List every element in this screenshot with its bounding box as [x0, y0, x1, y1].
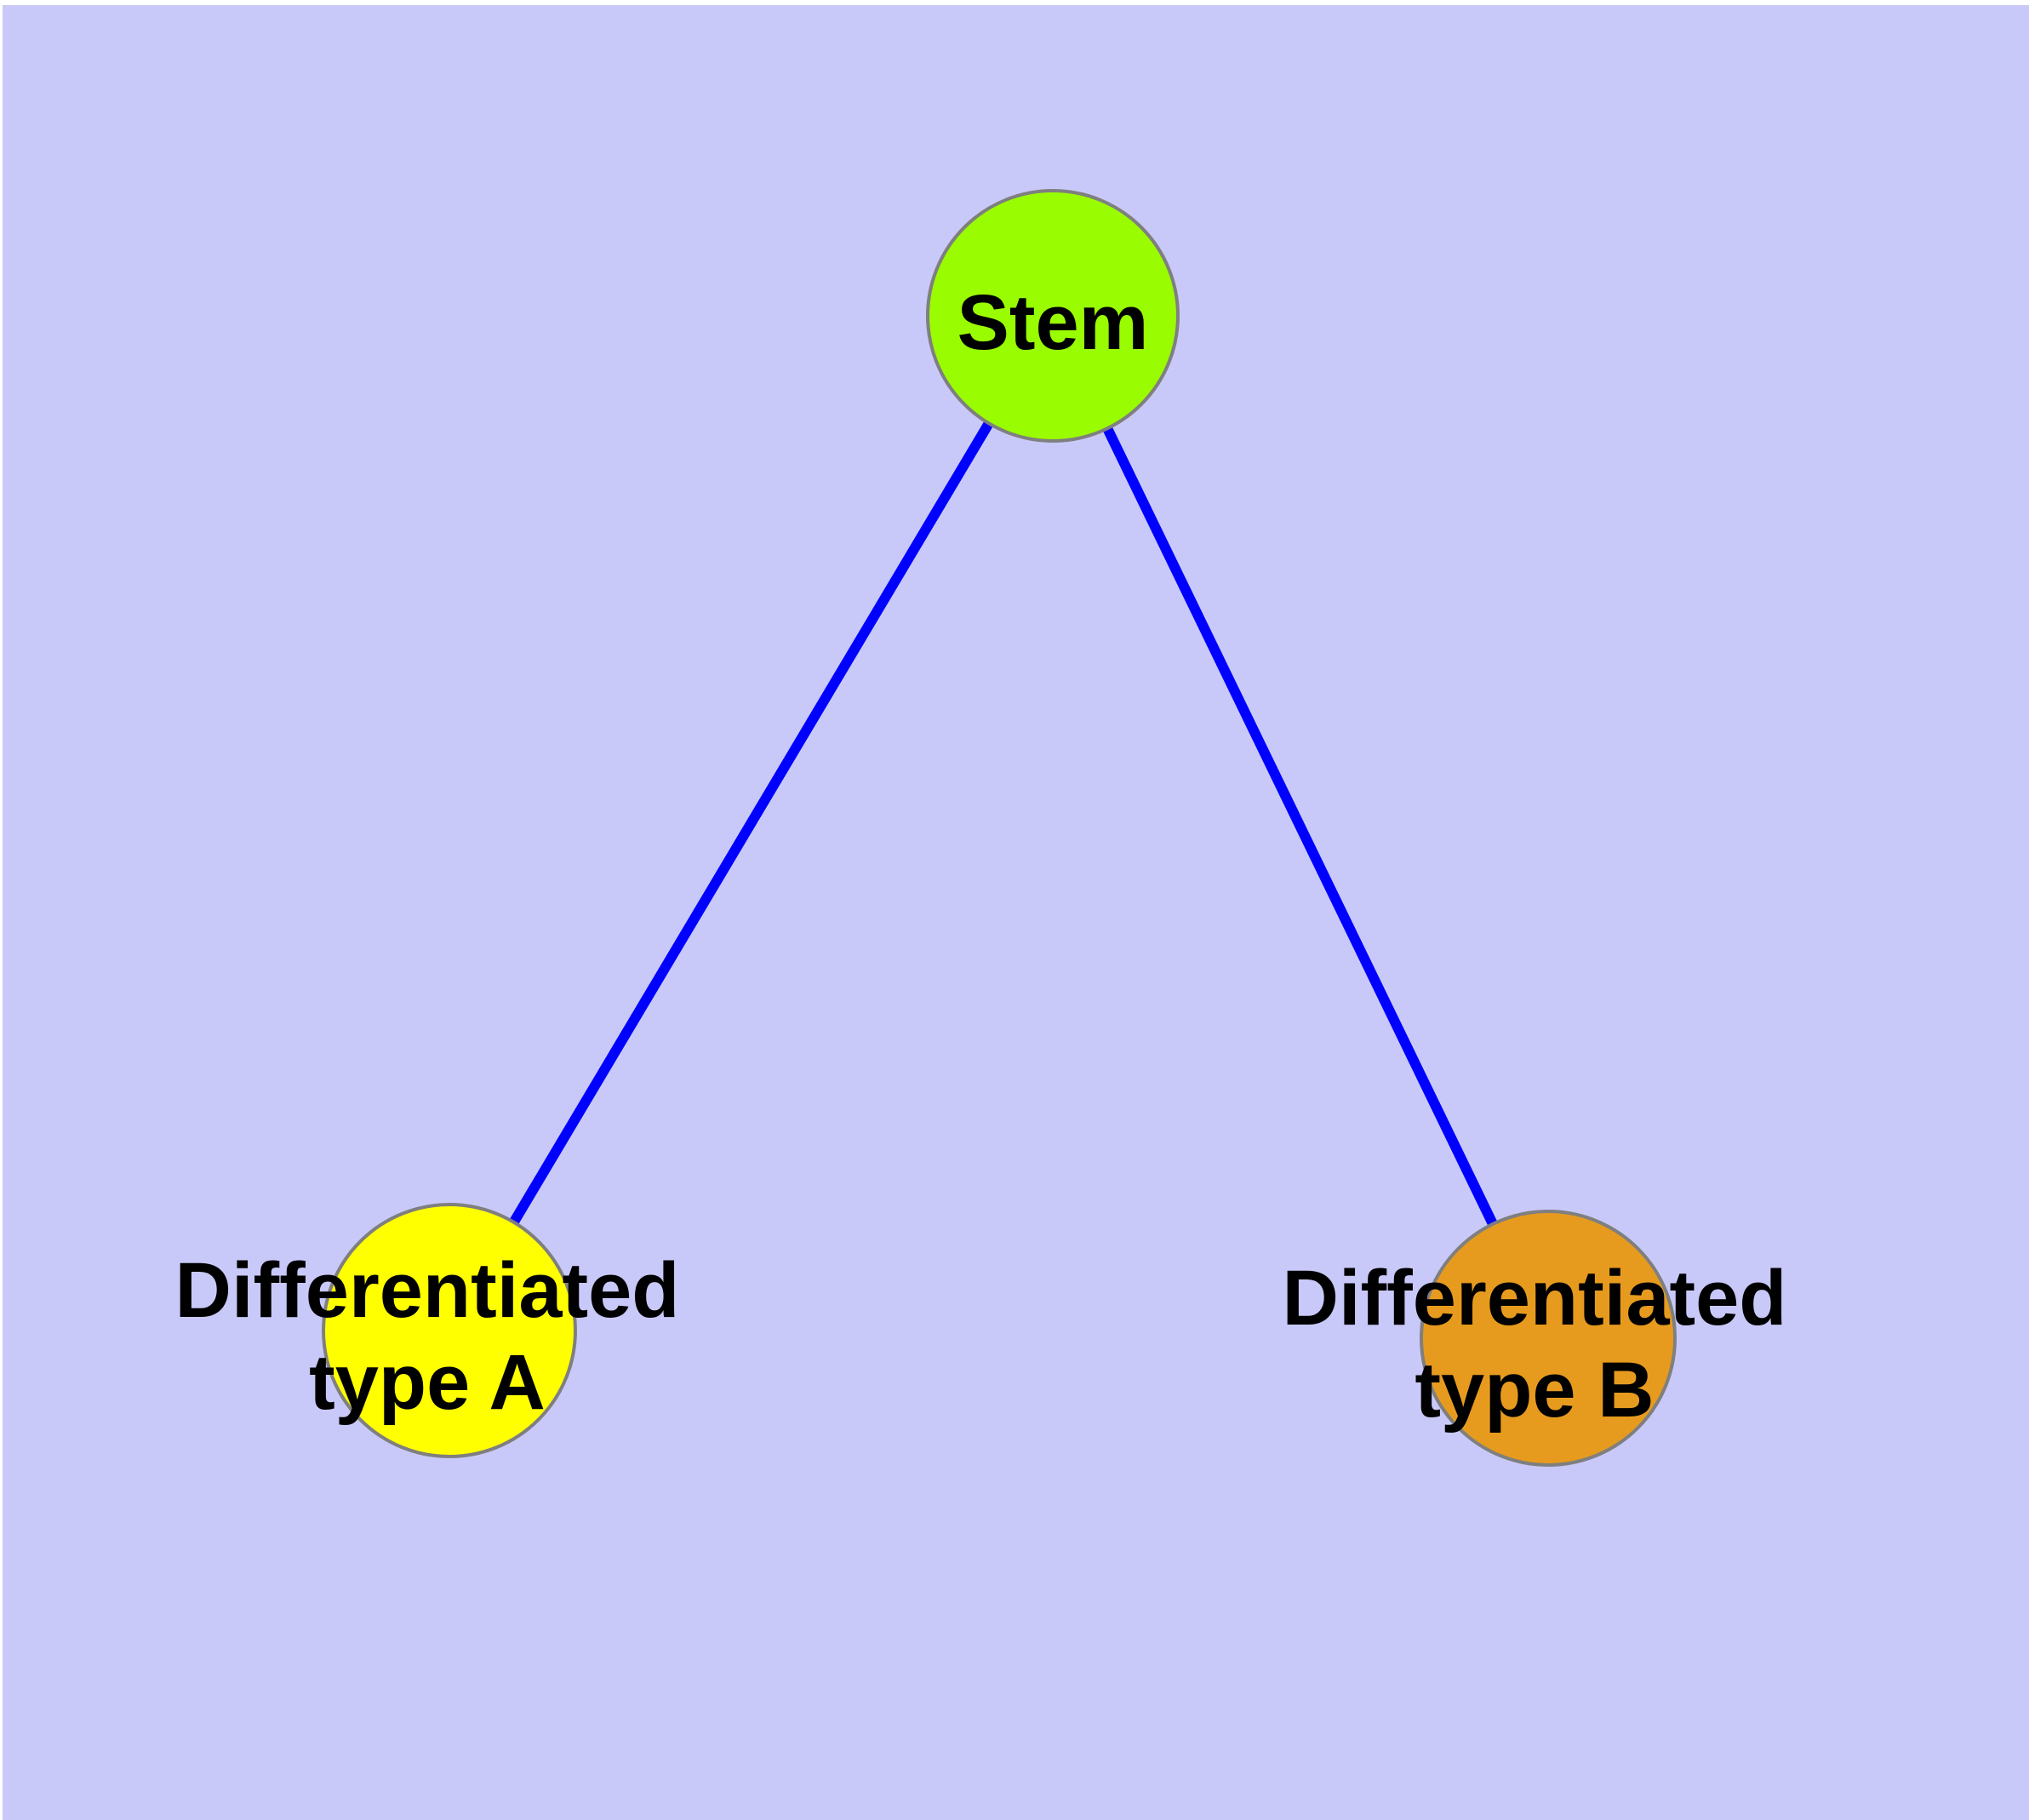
node-type-b-circle — [1420, 1210, 1677, 1467]
node-differentiated-type-a: Differentiated type A — [175, 1203, 680, 1458]
node-type-a-label-line1: Differentiated — [175, 1247, 680, 1334]
node-stem: Stem — [926, 189, 1180, 443]
edge-stem-to-type-a — [444, 312, 1058, 1334]
node-type-a-circle — [322, 1203, 577, 1458]
node-type-b-label-line1: Differentiated — [1283, 1255, 1787, 1342]
edge-stem-to-type-b — [1048, 313, 1553, 1341]
node-differentiated-type-b: Differentiated type B — [1283, 1210, 1787, 1467]
node-stem-circle — [926, 189, 1180, 443]
edges — [444, 312, 1553, 1341]
node-type-b-label-line2: type B — [1415, 1347, 1654, 1434]
node-stem-label: Stem — [957, 279, 1149, 366]
node-type-a-label-line2: type A — [309, 1339, 546, 1426]
